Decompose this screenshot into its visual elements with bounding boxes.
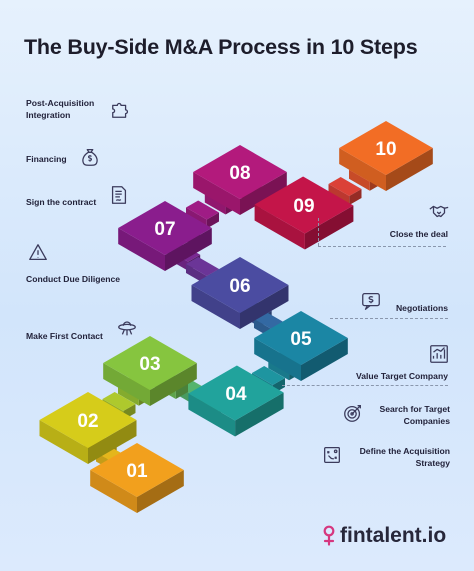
money-bag-icon: [79, 146, 101, 168]
step-number-09: 09: [293, 196, 314, 217]
step-number-06: 06: [229, 276, 250, 297]
step-block-04-side-right: [235, 392, 284, 437]
leader-line-09-h: [318, 246, 446, 247]
step-label-05: Negotiations: [395, 303, 448, 313]
connector-step-06-2-top: [186, 257, 219, 276]
step-number-08: 08: [229, 163, 250, 184]
step-block-09-side-right: [304, 205, 354, 250]
step-block-02-top: [39, 392, 137, 448]
step-number-04: 04: [225, 384, 247, 405]
step-block-10-side-right: [386, 148, 433, 191]
brand-name: fintalent.io: [340, 524, 447, 547]
step-block-10-top: [339, 121, 433, 175]
connector-step-09-3-side-front: [349, 169, 370, 191]
step-block-03-top: [103, 336, 197, 390]
step-number-07: 07: [154, 219, 175, 240]
step-block-05-top: [254, 311, 348, 365]
contract-signing-icon: [108, 184, 130, 206]
connector-step-03-1-side-right: [175, 383, 188, 399]
step-block-05-side-right: [301, 338, 348, 381]
caution-document-icon: [27, 242, 49, 264]
connector-step-02-2-top: [102, 392, 136, 411]
step-block-07-side-front: [118, 228, 165, 271]
step-block-06-side-right: [240, 285, 289, 329]
connector-step-09-2-top: [328, 177, 362, 196]
step-block-03-side-right: [150, 363, 197, 406]
step-label-04: Value Target Company: [355, 371, 448, 381]
connector-step-07-2-top: [186, 200, 219, 220]
handshake-icon: [428, 200, 450, 222]
connector-step-09-2-side-right: [349, 189, 362, 205]
step-block-03-side-front: [103, 363, 150, 406]
connector-step-07-2-side-right: [206, 212, 219, 229]
target-icon: [342, 402, 364, 424]
step-block-09-top: [254, 176, 354, 234]
step-label-03: Make First Contact: [26, 331, 103, 341]
step-label-02: Search for Target Companies: [379, 404, 450, 426]
step-block-06-top: [191, 257, 289, 313]
leader-line-05: [330, 318, 448, 319]
step-block-02-side-front: [39, 420, 88, 464]
ufo-icon: [116, 317, 138, 339]
step-block-08-top: [193, 145, 287, 199]
step-block-07-top: [118, 201, 212, 255]
step-number-01: 01: [126, 461, 148, 482]
step-block-01-side-front: [90, 470, 137, 513]
step-label-10: Post-Acquisition Integration: [26, 98, 95, 120]
step-block-08-side-right: [240, 172, 287, 215]
step-block-02-side-right: [88, 420, 137, 464]
step-number-03: 03: [139, 354, 160, 375]
puzzle-icon: [110, 98, 132, 120]
step-block-01-top: [90, 443, 184, 497]
step-block-06-side-front: [191, 285, 240, 329]
step-block-04-side-front: [188, 393, 236, 437]
connector-step-09-2-side-front: [328, 184, 350, 205]
money-chat-icon: [360, 290, 382, 312]
step-block-10-side-front: [339, 148, 386, 191]
leader-line-09: [318, 218, 319, 246]
step-number-10: 10: [375, 139, 396, 160]
step-number-05: 05: [290, 329, 312, 350]
step-block-05-side-front: [254, 338, 301, 381]
person-marker-icon: [323, 525, 335, 546]
strategy-icon: [321, 444, 343, 466]
step-label-06: Conduct Due Diligence: [26, 274, 121, 284]
step-block-08-side-front: [193, 172, 240, 215]
step-block-09-side-front: [254, 204, 305, 250]
step-label-01: Define the Acquisition Strategy: [359, 446, 450, 468]
connector-step-04-2-top: [252, 366, 285, 385]
leader-line-04: [282, 385, 448, 386]
page-title: The Buy-Side M&A Process in 10 Steps: [24, 35, 418, 59]
step-label-09: Close the deal: [389, 229, 448, 239]
step-label-07: Sign the contract: [26, 197, 97, 207]
connector-step-07-3-side-front: [204, 193, 226, 215]
step-block-01-side-right: [137, 470, 184, 513]
step-block-04-top: [188, 365, 284, 421]
step-label-08: Financing: [26, 154, 67, 164]
step-number-02: 02: [77, 411, 98, 432]
brand-logo: fintalent.io: [322, 524, 446, 548]
step-block-07-side-right: [165, 228, 212, 271]
valuation-chart-icon: [428, 343, 450, 365]
